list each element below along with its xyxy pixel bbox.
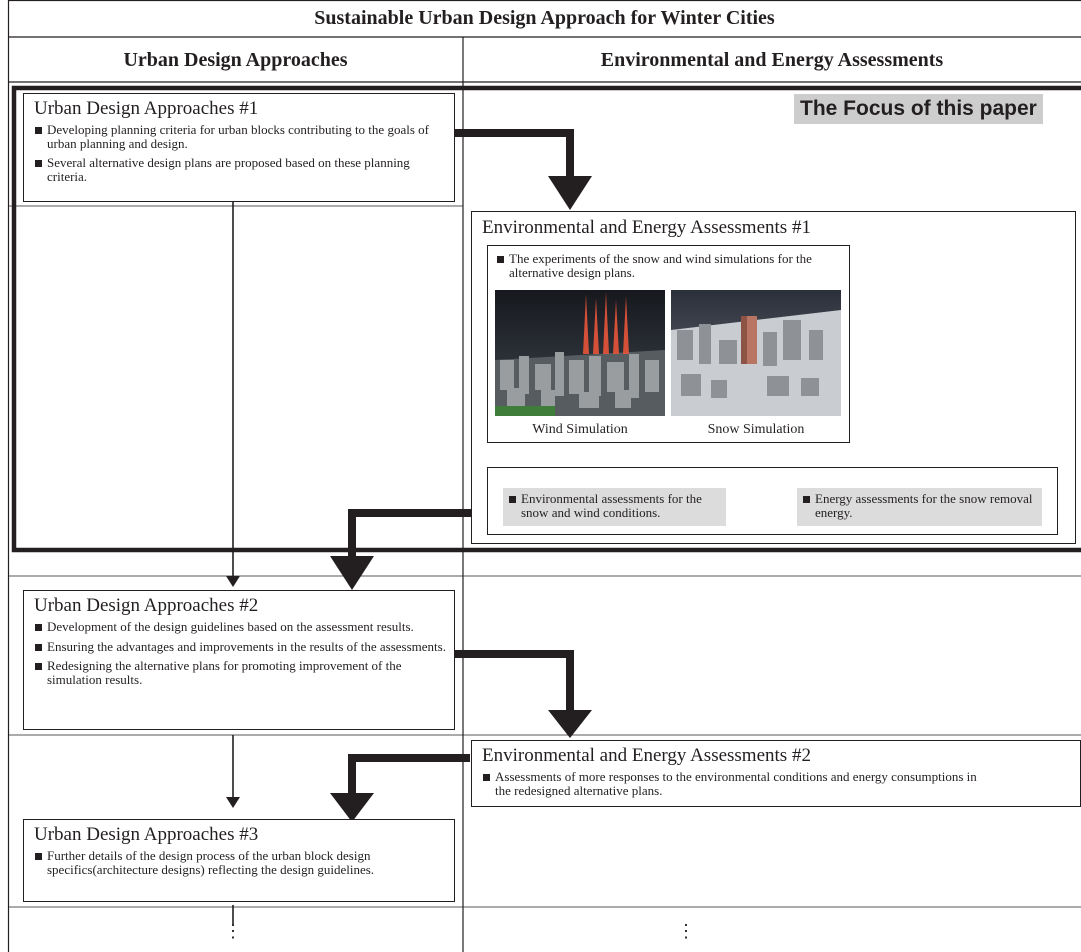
list-item: Development of the design guidelines bas… bbox=[34, 620, 446, 634]
right-continuation-dots: ⋮ bbox=[677, 921, 695, 941]
eea2-title: Environmental and Energy Assessments #2 bbox=[482, 745, 811, 766]
uda3-list: Further details of the design process of… bbox=[34, 849, 446, 876]
wind-simulation-caption: Wind Simulation bbox=[532, 422, 628, 437]
uda1-title: Urban Design Approaches #1 bbox=[34, 98, 259, 119]
snow-simulation-caption: Snow Simulation bbox=[707, 422, 805, 437]
eea2-box: Environmental and Energy Assessments #2 … bbox=[471, 740, 1081, 807]
simulation-list: The experiments of the snow and wind sim… bbox=[496, 252, 843, 279]
list-item: Further details of the design process of… bbox=[34, 849, 446, 876]
diagram-title: Sustainable Urban Design Approach for Wi… bbox=[314, 7, 775, 29]
uda1-box: Urban Design Approaches #1 Developing pl… bbox=[23, 93, 455, 202]
energy-assessment-item: Energy assessments for the snow removal … bbox=[797, 488, 1042, 526]
left-column-header: Urban Design Approaches bbox=[123, 49, 348, 71]
uda3-title: Urban Design Approaches #3 bbox=[34, 824, 259, 845]
eea2-list: Assessments of more responses to the env… bbox=[482, 770, 1072, 797]
list-item: The experiments of the snow and wind sim… bbox=[496, 252, 843, 279]
list-item: Ensuring the advantages and improvements… bbox=[34, 639, 446, 654]
focus-label: The Focus of this paper bbox=[794, 94, 1043, 124]
eea1-title: Environmental and Energy Assessments #1 bbox=[482, 217, 811, 238]
uda2-list: Development of the design guidelines bas… bbox=[34, 620, 446, 686]
snow-simulation-image bbox=[671, 290, 841, 416]
left-continuation-dots: ⋮ bbox=[224, 921, 242, 941]
environmental-assessment-item: Environmental assessments for the snow a… bbox=[503, 488, 726, 526]
uda2-box: Urban Design Approaches #2 Development o… bbox=[23, 590, 455, 730]
uda2-title: Urban Design Approaches #2 bbox=[34, 595, 259, 616]
list-item: Developing planning criteria for urban b… bbox=[34, 123, 446, 150]
list-item: Assessments of more responses to the env… bbox=[482, 770, 992, 797]
uda3-box: Urban Design Approaches #3 Further detai… bbox=[23, 819, 455, 902]
wind-simulation-image bbox=[495, 290, 665, 416]
list-item: Several alternative design plans are pro… bbox=[34, 156, 446, 183]
list-item: Redesigning the alternative plans for pr… bbox=[34, 659, 446, 686]
right-column-header: Environmental and Energy Assessments bbox=[600, 49, 944, 71]
uda1-list: Developing planning criteria for urban b… bbox=[34, 123, 446, 183]
